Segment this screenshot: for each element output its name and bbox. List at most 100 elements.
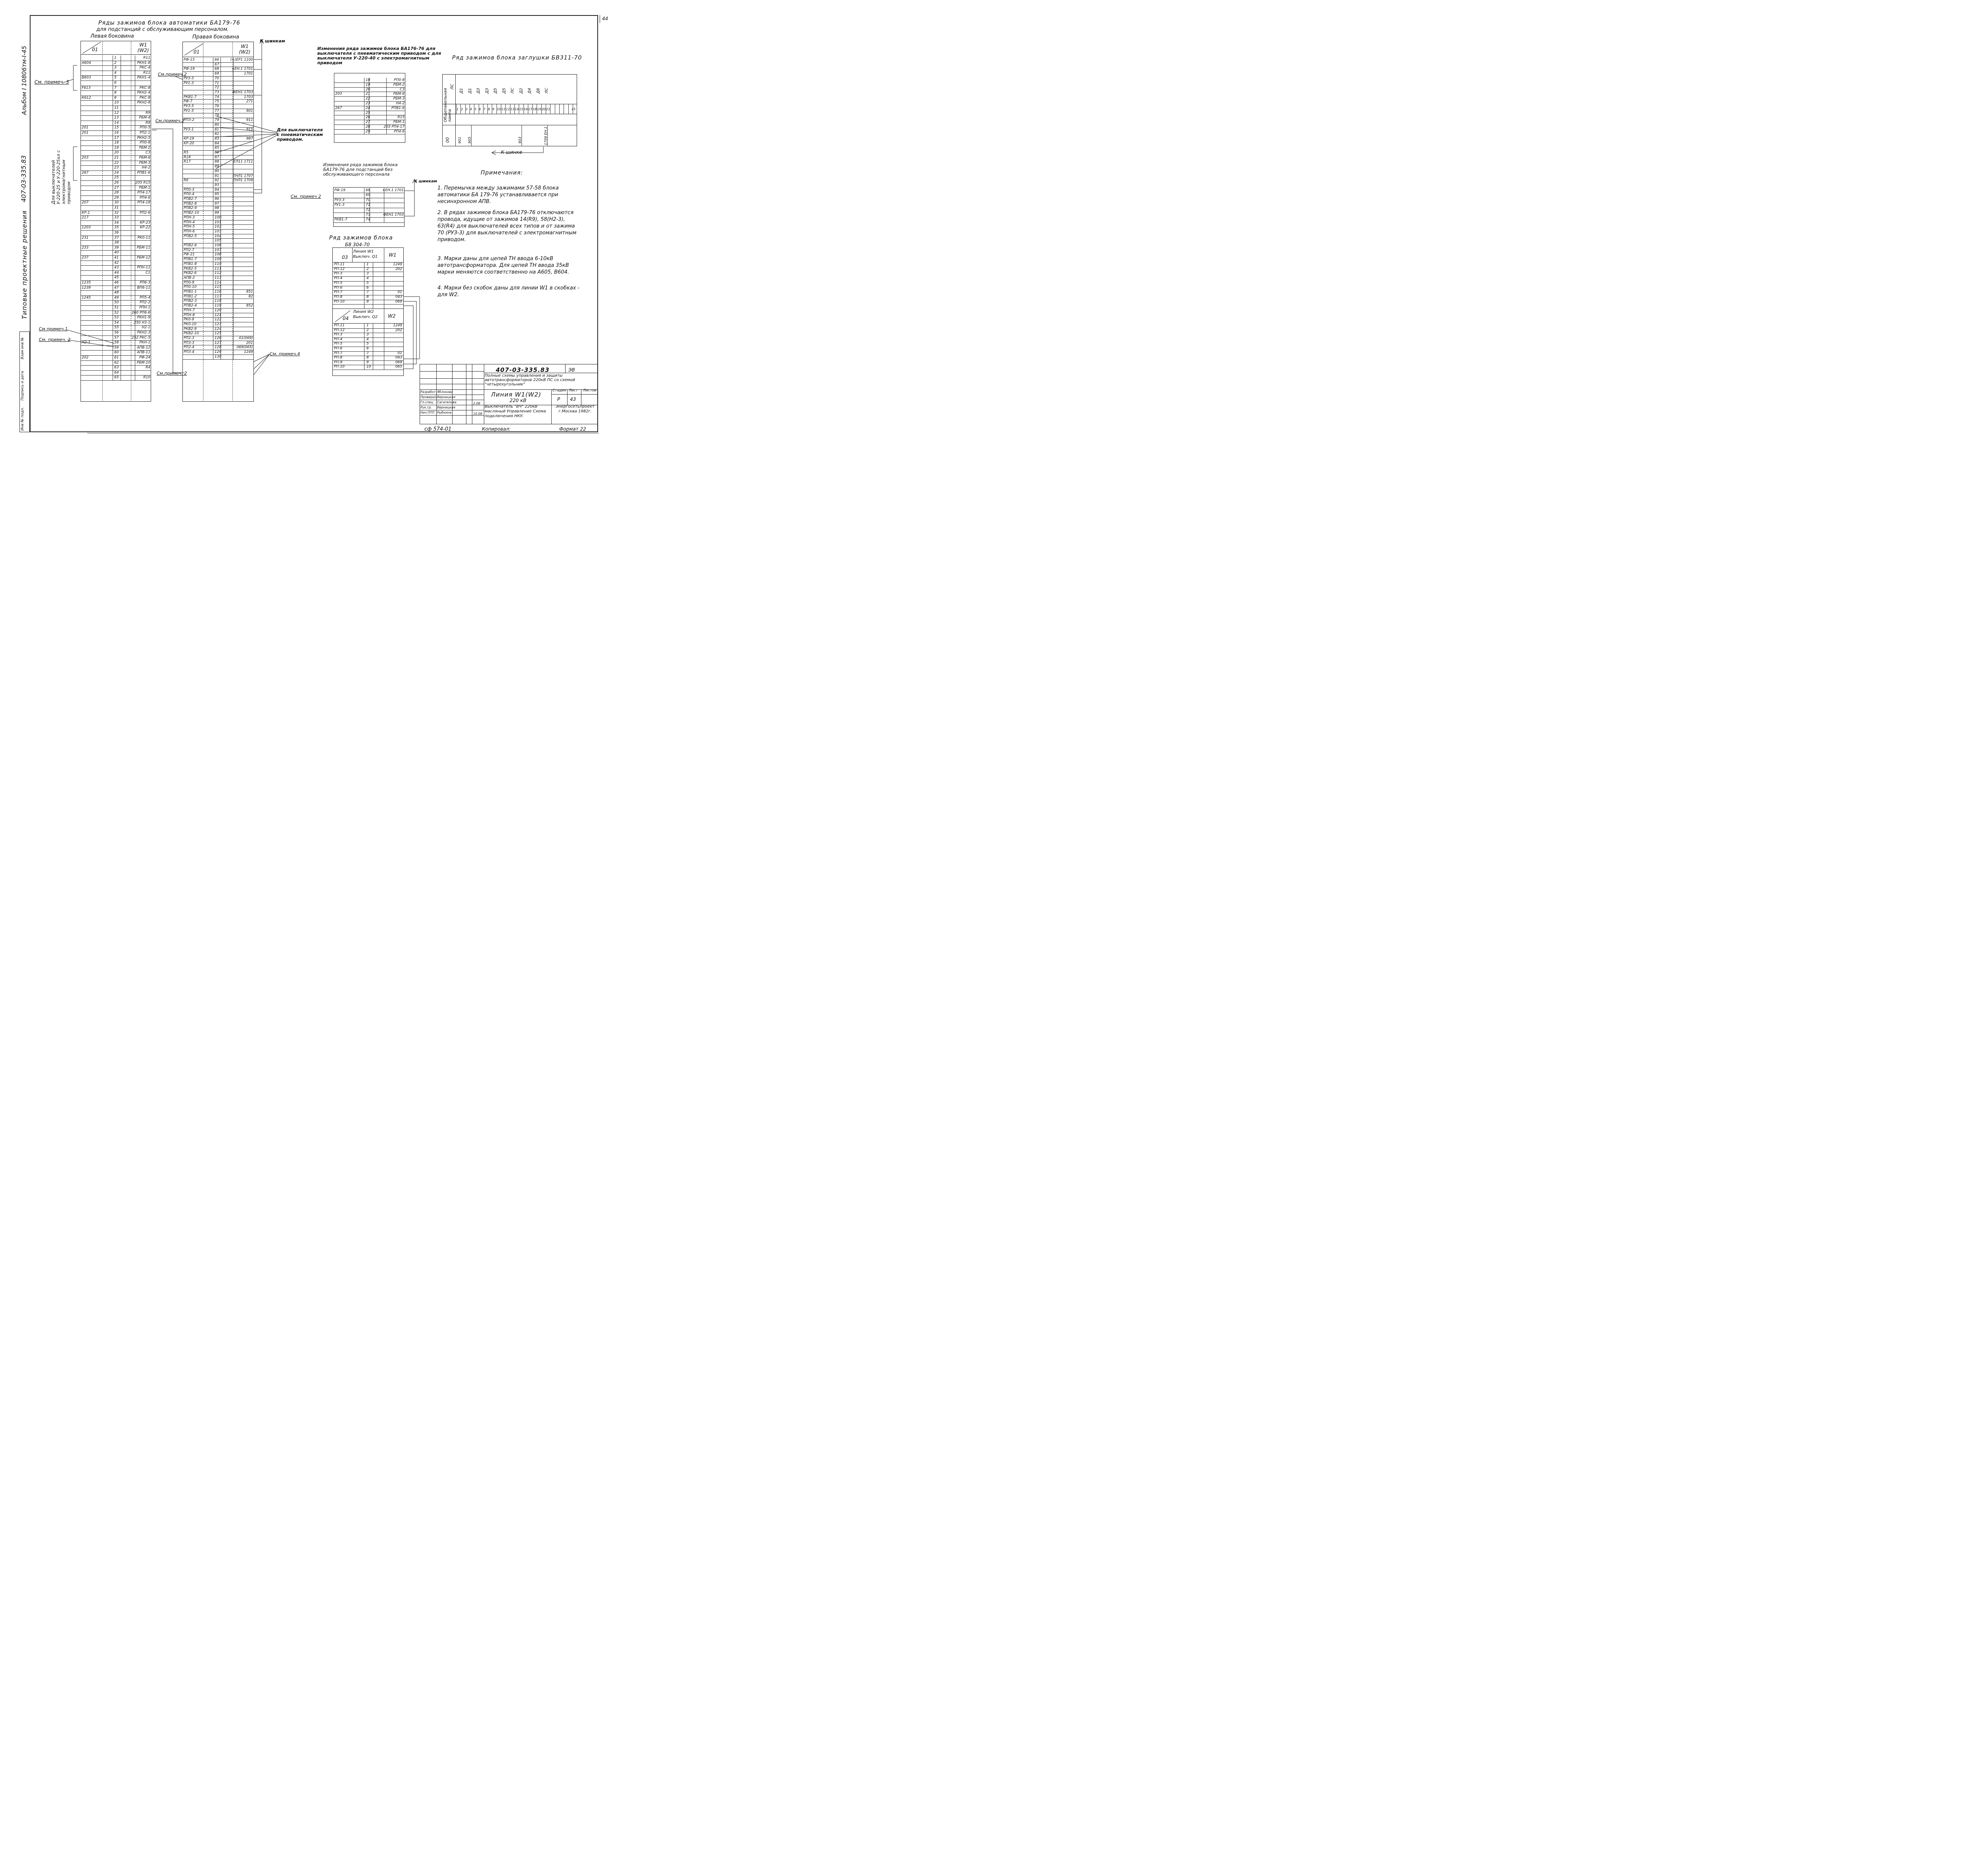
line-note4	[253, 354, 270, 375]
right_table-row-mark: РПН-5	[184, 225, 195, 229]
left_table-row-num: 41	[114, 256, 119, 260]
left_table-row-rule	[81, 240, 151, 241]
b8-sec1-row-mark: РП-10	[334, 299, 345, 304]
left_table-row-num: 50	[114, 301, 119, 305]
left_table-row-num: 17	[114, 136, 119, 140]
left_table-row-dest: РКН2-5	[137, 136, 150, 140]
right_table-row-mark: РКВ2-5	[184, 266, 197, 271]
left_table-row-num: 39	[114, 245, 119, 250]
right_table-row-dest: 201	[246, 341, 253, 345]
left_table-row-mark: 207	[82, 201, 89, 205]
change2-outline	[333, 187, 405, 227]
right_table-row-rule	[182, 359, 254, 360]
footer-copied: Копировал:	[482, 426, 511, 432]
change_block2-row-num: 74	[366, 218, 370, 222]
b8-sec2-rule	[332, 323, 404, 324]
left_table-row-num: 53	[114, 316, 119, 320]
left_table-row-mark: 1203	[82, 226, 91, 230]
left_table-row-rule	[81, 350, 151, 351]
right_table-row-num: 101	[215, 220, 222, 224]
left_table-row-num: 64	[114, 370, 119, 375]
tb-h-rule	[420, 389, 598, 390]
left_table-row-mark: В603	[82, 76, 91, 80]
tb-staff-name: Рыбкина	[437, 411, 452, 414]
left_table-row-num: 32	[114, 211, 119, 215]
right_table-row-num: 82	[215, 132, 219, 136]
tb-v-rule	[436, 364, 437, 424]
left_table-row-mark: 217	[82, 216, 89, 220]
right_table-row-rule	[182, 99, 254, 100]
tb-staff-name: Верницкая	[437, 395, 455, 399]
right_table-row-rule	[182, 280, 254, 281]
right_table-row-mark: РП3-4	[184, 350, 194, 355]
change_block1-row-num: 22	[366, 97, 370, 101]
right_table-row-mark: РПЗ-2	[184, 118, 194, 123]
footer-code: сф 574-01	[424, 426, 452, 432]
right_table-row-num: 84	[215, 141, 219, 146]
change_block2-row-rule	[333, 217, 405, 218]
change_block2-row-num: 70	[366, 198, 370, 202]
change_block2-row-mark: РУЗ-3	[334, 198, 345, 202]
right_table-row-rule	[182, 201, 254, 202]
left_table-row-dest: R11	[143, 56, 150, 60]
right_table-row-num: 96	[215, 197, 219, 201]
right_table-row-num: 97	[215, 201, 219, 206]
right_table-row-rule	[182, 294, 254, 295]
right_table-row-num: 87	[215, 155, 219, 159]
right_table-row-num: 127	[215, 341, 222, 345]
bv-col-rule	[532, 104, 533, 114]
right_table-row-mark: РПН-6	[184, 229, 195, 234]
right_table-row-num: 76	[215, 104, 219, 108]
change_block1-row-rule	[334, 129, 405, 130]
change_block1-row-dest: Н4-2	[396, 102, 405, 105]
right_table-row-num: 85	[215, 146, 219, 150]
left_table-row-num: 33	[114, 216, 119, 220]
right_table-row-dest: 1249	[244, 350, 253, 355]
left_table-row-num: 25	[114, 176, 119, 180]
bv-to-bus: К шинке	[501, 149, 522, 155]
left_table-row-mark: 237	[82, 256, 89, 260]
b8-sec2-row-dest: 202	[395, 328, 402, 332]
b8-sec2-row-mark: РП-6	[334, 347, 343, 351]
right_table-row-rule	[182, 71, 254, 72]
left_table-row-num: 62	[114, 360, 119, 365]
right_table-row-num: 112	[215, 271, 222, 276]
bv-col-rule	[568, 104, 569, 114]
bv-number: 7	[483, 107, 485, 111]
left_table-row-mark: F613	[82, 86, 91, 90]
b8-sec2-row-mark: РП-5	[334, 342, 343, 346]
b8-jumpers	[404, 296, 420, 369]
bv-col-rule	[505, 104, 506, 114]
note-3: 3. Марки даны для цепей ТН ввода 6-10кВ …	[437, 256, 569, 275]
b8-sec2-row-mark: РП-3	[334, 333, 343, 337]
left_table-row-dest: Н4-2	[142, 166, 150, 170]
right_table-row-mark: РУ1-3	[184, 81, 194, 85]
change_block2-row-dest: +ЕН.1 1701	[382, 188, 404, 192]
left_table-row-rule	[81, 325, 151, 326]
right_table-row-rule	[182, 85, 254, 86]
right_table-row-dest: +ЕН.1 1701	[231, 67, 253, 71]
bv-number: 5	[474, 107, 477, 111]
right_table-row-num: 116	[215, 290, 222, 294]
left_table-row-rule	[81, 80, 151, 81]
right_table-row-rule	[182, 331, 254, 332]
left_table-row-mark: 201	[82, 131, 89, 135]
left_table-row-num: 44	[114, 270, 119, 275]
right_table-row-num: 109	[215, 257, 222, 262]
left_table-row-dest: РКН2-3	[137, 331, 150, 335]
right_table-row-dest: 852	[246, 304, 253, 308]
left_table-row-num: 36	[114, 231, 119, 235]
left_table-row-num: 45	[114, 276, 119, 280]
left_table-row-dest: КР-23	[140, 220, 150, 225]
right_table-row-mark: РКВ2-9	[184, 327, 197, 331]
right_table-row-num: 79	[215, 118, 219, 123]
bv-col-rule	[487, 104, 488, 114]
bv-number: 14	[514, 107, 519, 111]
right-col2-label: W1 (W2)	[239, 44, 251, 55]
right_table-row-num: 68	[215, 67, 219, 71]
right_table-row-num: 89	[215, 165, 219, 169]
right_table-row-rule	[182, 252, 254, 253]
right-table-outline	[182, 42, 254, 402]
left_table-row-dest: РКН1-4	[137, 76, 150, 80]
right_table-row-num: 86	[215, 151, 219, 155]
